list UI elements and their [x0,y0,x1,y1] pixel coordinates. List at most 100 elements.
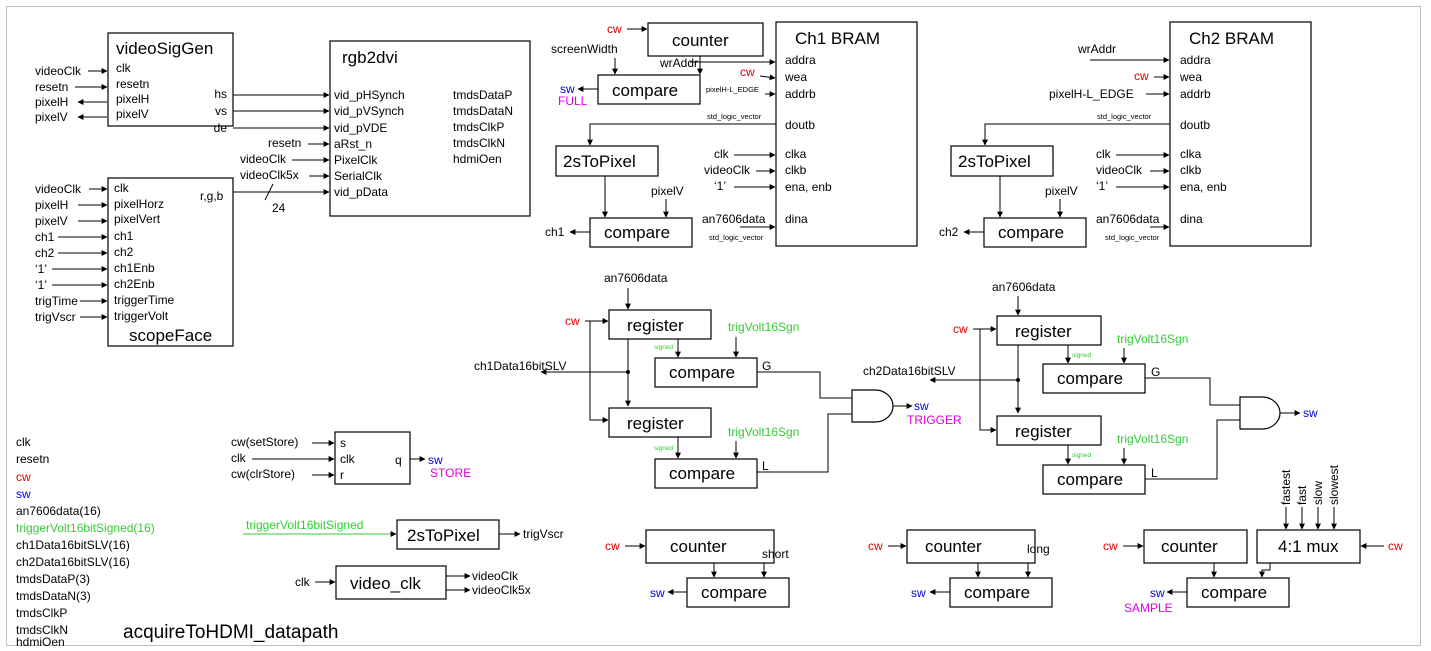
ch2-port-clka: clka [1180,147,1202,161]
trig1-register-top: register [627,316,684,335]
ch1-port-enab: ena, enb [785,180,832,194]
rgb2dvi-port-hsynch: vid_pHSynch [334,88,405,102]
store-flipflop: s clk r q cw(setStore) clk cw(clrStore) … [231,431,471,485]
store-in-clrStore: cw(clrStore) [231,467,295,481]
legend-hdmiOen: hdmiOen [16,635,65,649]
ch1-compare-name: compare [604,223,670,242]
short-sw: sw [650,586,665,600]
trig-twos-box [396,519,500,550]
trig1-register-bottom: register [627,414,684,433]
trig1-register-top-box [608,309,712,340]
trig2-register-bottom: register [1015,422,1072,441]
long-timer: cw counter long compare sw [868,529,1053,608]
ch1-stdlv2: std_logic_vector [709,233,764,242]
videoSigGen-port-hs: hs [214,87,227,101]
ch1-twos-name: 2sToPixel [563,152,636,171]
ch1-port-addra: addra [785,53,816,67]
scopeFace-signal-trigVscr: trigVscr [35,310,76,324]
scopeFace-signal-ch2: ch2 [35,246,55,260]
rgb2dvi-port-arst: aRst_n [334,137,372,151]
trig1-signed-top: signed [654,344,674,351]
rgb2dvi-port-tmdsClkP: tmdsClkP [453,120,504,134]
videoSigGen-title: videoSigGen [116,39,213,58]
trig1-trigvolt-bottom: trigVolt16Sgn [728,425,799,439]
ch1-compare-full-box [597,74,701,105]
ch1-out: ch1 [545,225,565,239]
mux-in-fastest: fastest [1279,469,1293,505]
ch1-counter-name: counter [672,31,729,50]
ch1-counter-box [647,22,764,57]
scopeFace-port-pixelHorz: pixelHorz [114,197,164,211]
rgb2dvi-signal-resetn: resetn [268,136,301,150]
trig2-signed-bottom: signed [1072,452,1092,459]
rgb2dvi-port-tmdsClkN: tmdsClkN [453,136,505,150]
scopeFace-signal-one-a: ‘1’ [35,262,47,276]
rgb2dvi-port-pdata: vid_pData [334,185,388,199]
ch2-port-addrb: addrb [1180,87,1211,101]
signal-resetn: resetn [35,80,68,94]
trig1-and-gate [851,389,894,423]
diagram-frame [6,6,1421,646]
trig2-register-top: register [1015,322,1072,341]
legend-sw: sw [16,487,31,501]
ch1-compare-full-name: compare [612,81,678,100]
scopeFace-signal-videoClk: videoClk [35,182,82,196]
trig2-G: G [1151,365,1160,379]
scopeFace-bus-width: 24 [272,201,286,215]
trig1-compare-bottom-box [654,458,758,489]
scopeFace-box [107,177,234,347]
ch2-videoClk: videoClk [1096,163,1143,177]
ch1-port-addrb: addrb [785,87,816,101]
rgb2dvi-block: rgb2dvi vid_pHSynch vid_pVSynch vid_pVDE… [240,40,531,217]
videoSigGen-port-pixelV: pixelV [116,107,149,121]
ch2-compare-name: compare [998,223,1064,242]
short-const: short [762,547,789,561]
ch2-pixelV: pixelV [1045,184,1078,198]
rgb2dvi-port-vsynch: vid_pVSynch [334,104,404,118]
ch2-port-dina: dina [1180,212,1203,226]
ch1-videoClk: videoClk [704,163,751,177]
store-port-clk: clk [340,452,356,466]
ch1-counter-cw: cw [607,22,622,36]
signal-legend: clk resetn cw sw an7606data(16) triggerV… [16,435,155,649]
legend-ch2Data: ch2Data16bitSLV(16) [16,555,130,569]
mux-in-slowest: slowest [1327,464,1341,505]
trig1-data: ch1Data16bitSLV [474,359,567,373]
ch2-twos-name: 2sToPixel [958,152,1031,171]
signal-videoClk: videoClk [35,64,82,78]
short-compare: compare [701,583,767,602]
trig1-compare-top: compare [669,363,735,382]
trig-twos-block: triggerVolt16bitSigned 2sToPixel trigVsc… [243,518,564,550]
trig-twos-name: 2sToPixel [407,526,480,545]
rgb2dvi-port-pixelclk: PixelClk [334,153,378,167]
signal-pixelV: pixelV [35,110,68,124]
mux-in-slow: slow [1311,481,1325,505]
ch2-port-enab: ena, enb [1180,180,1227,194]
ch1-an7606: an7606data [702,212,766,226]
sample-compare-box [1186,577,1290,608]
scopeFace-signal-one-b: ‘1’ [35,278,47,292]
ch2-clk: clk [1096,147,1112,161]
trigger2-section: an7606data cw register trigVolt16Sgn sig… [863,280,1318,495]
sample-mux: 4:1 mux [1278,537,1339,556]
ch1-compare-box [589,217,693,248]
rgb2dvi-port-vde: vid_pVDE [334,121,387,135]
ch2-stdlv2: std_logic_vector [1105,233,1160,242]
trig2-trigvolt-bottom: trigVolt16Sgn [1117,432,1188,446]
ch1-port-doutb: doutb [785,118,815,132]
videoSigGen-port-pixelH: pixelH [116,92,149,106]
short-counter-box [645,529,775,564]
trig2-compare-bottom: compare [1057,470,1123,489]
ch1-stdlv: std_logic_vector [707,112,762,121]
trig1-register-bottom-box [608,407,712,438]
store-label: STORE [430,466,471,480]
ch2-out: ch2 [939,225,959,239]
store-port-q: q [395,453,402,467]
long-counter-box [906,529,1036,564]
trig1-an7606: an7606data [604,271,668,285]
video-clk-name: video_clk [350,574,421,593]
ch2-edge: pixelH-L_EDGE [1049,87,1134,101]
ch1-full-label: FULL [558,94,588,108]
rgb2dvi-signal-videoClk5x: videoClk5x [240,168,299,182]
